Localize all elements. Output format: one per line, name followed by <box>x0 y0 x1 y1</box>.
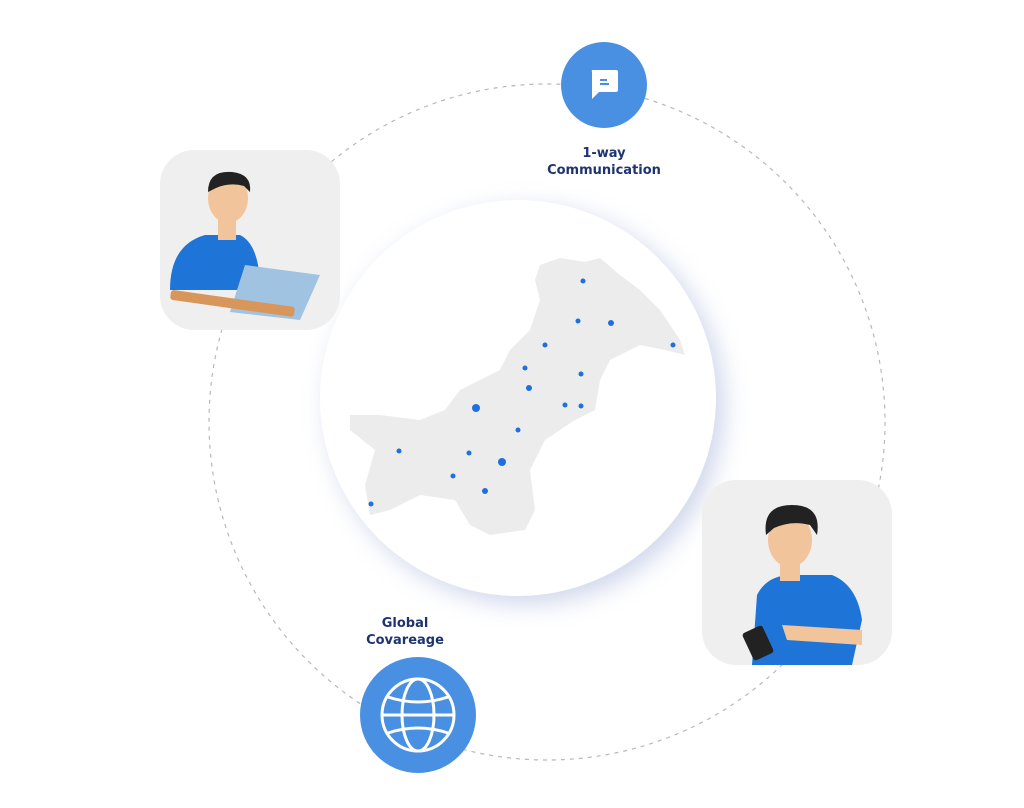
chat-bubble-icon <box>591 70 618 99</box>
person-phone-illustration <box>742 505 862 665</box>
coverage-label: Global Covareage <box>340 615 470 649</box>
person-laptop-illustration <box>170 171 320 320</box>
globe-icon <box>380 677 456 753</box>
city-dots <box>368 278 676 507</box>
laptop-user-card <box>160 150 340 330</box>
communication-node <box>561 42 647 128</box>
phone-user-card <box>702 480 892 665</box>
communication-label: 1-way Communication <box>524 145 684 179</box>
pakistan-map <box>350 258 685 535</box>
coverage-label-line1: Global <box>381 616 429 631</box>
coverage-label-line2: Covareage <box>366 633 444 648</box>
communication-label-line2: Communication <box>547 163 661 178</box>
coverage-node <box>360 657 476 773</box>
communication-label-line1: 1-way <box>582 146 626 161</box>
map-circle <box>320 200 716 596</box>
